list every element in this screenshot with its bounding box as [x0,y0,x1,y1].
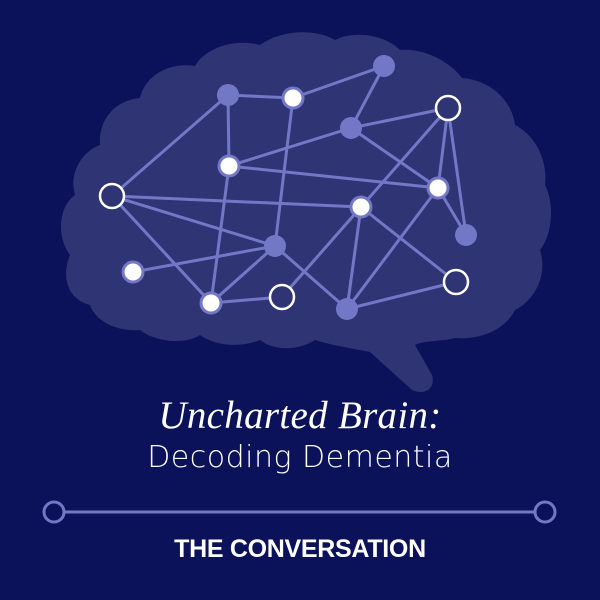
network-node-white-icon [426,176,450,200]
network-node-ring-icon [268,283,296,311]
publisher-logo: THE CONVERSATION [174,535,426,563]
network-node-white-icon [121,260,145,284]
network-node-ring-icon [442,268,470,296]
network-node-filled-icon [455,224,477,246]
podcast-subtitle: Decoding Dementia [147,440,453,475]
network-node-filled-icon [264,235,286,257]
network-node-white-icon [349,195,373,219]
network-node-ring-icon [98,182,126,210]
network-node-white-icon [199,291,223,315]
divider-right-ring-icon [533,500,557,524]
network-node-white-icon [217,154,241,178]
network-node-filled-icon [373,55,395,77]
network-edges [110,64,468,311]
network-node-filled-icon [336,298,358,320]
brain-silhouette [60,32,552,393]
network-node-white-icon [281,86,305,110]
network-nodes [98,55,477,320]
divider-line [42,500,557,524]
podcast-title: Uncharted Brain: [158,394,442,437]
network-node-filled-icon [340,117,362,139]
network-node-ring-icon [434,94,462,122]
network-node-filled-icon [217,84,239,106]
divider-left-ring-icon [42,500,66,524]
